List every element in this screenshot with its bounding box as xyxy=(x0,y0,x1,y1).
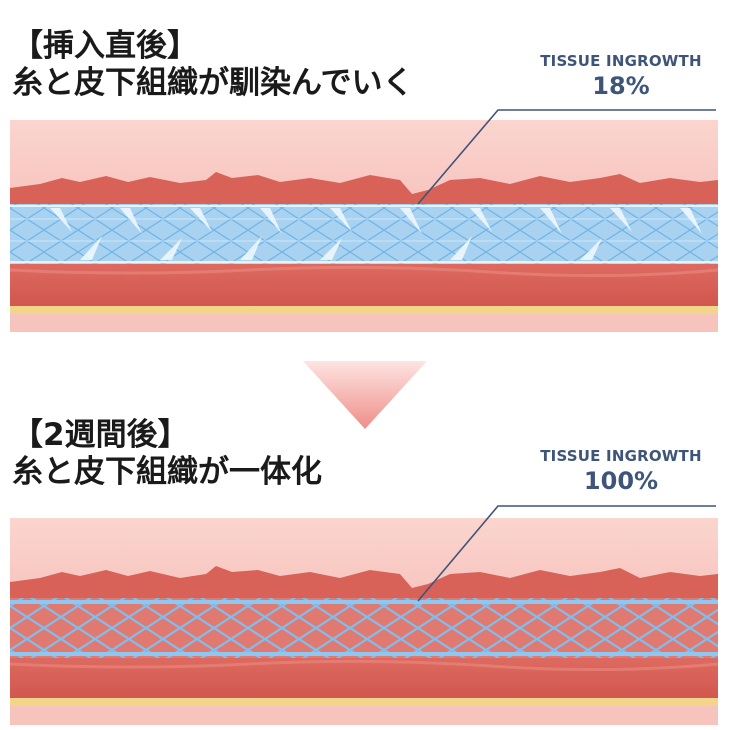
before-ingrowth-stat: TISSUE INGROWTH 18% xyxy=(526,52,716,100)
after-fat-line xyxy=(10,698,718,706)
after-ingrowth-label: TISSUE INGROWTH xyxy=(540,447,702,465)
after-tissue-svg xyxy=(10,518,718,725)
before-thread-barbs xyxy=(50,208,702,260)
before-section: 【挿入直後】 糸と皮下組織が馴染んでいく TISSUE INGROWTH 18% xyxy=(0,0,730,340)
before-tissue-illustration xyxy=(10,120,718,332)
after-title-heading: 【2週間後】 xyxy=(12,417,189,453)
after-title-description: 糸と皮下組織が一体化 xyxy=(12,454,322,490)
before-tissue-svg xyxy=(10,120,718,332)
after-ingrowth-value: 100% xyxy=(583,467,659,495)
before-title-heading: 【挿入直後】 xyxy=(12,28,198,64)
after-section: 【2週間後】 糸と皮下組織が一体化 TISSUE INGROWTH 100% xyxy=(0,405,730,730)
down-arrow-icon xyxy=(303,361,427,429)
after-title: 【2週間後】 糸と皮下組織が一体化 xyxy=(12,417,322,491)
after-tissue-illustration xyxy=(10,518,718,725)
before-ingrowth-label: TISSUE INGROWTH xyxy=(540,52,702,70)
before-ingrowth-value: 18% xyxy=(592,72,650,100)
before-fat-line xyxy=(10,306,718,314)
after-ingrowth-stat: TISSUE INGROWTH 100% xyxy=(526,447,716,495)
before-title-description: 糸と皮下組織が馴染んでいく xyxy=(12,65,414,101)
before-title: 【挿入直後】 糸と皮下組織が馴染んでいく xyxy=(12,28,413,102)
